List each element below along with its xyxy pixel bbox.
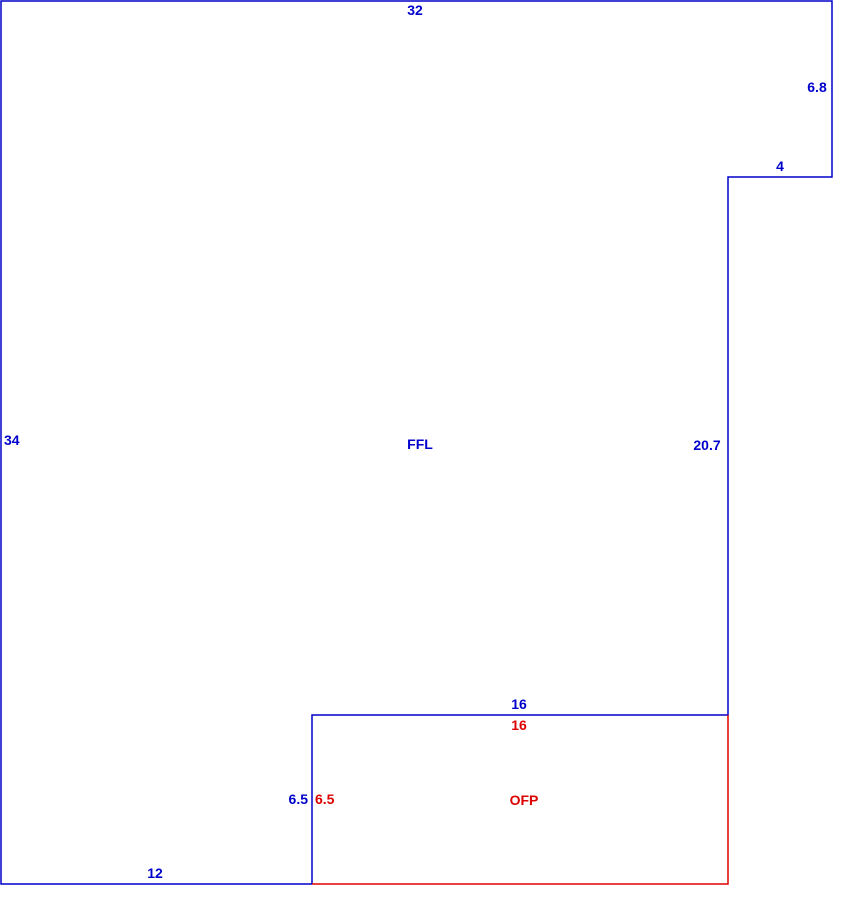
- dim-bottom: 12: [147, 865, 163, 881]
- dim-right-upper: 6.8: [807, 79, 827, 95]
- dim-right-lower: 20.7: [693, 437, 720, 453]
- dim-step: 4: [776, 158, 784, 174]
- porch-area-outline: [312, 715, 729, 885]
- dim-porch-left-main: 6.5: [289, 791, 309, 807]
- dim-porch-top-main: 16: [511, 696, 527, 712]
- main-area-outline: [0, 0, 833, 885]
- dim-porch-top-porch: 16: [511, 717, 527, 733]
- dim-porch-left-porch: 6.5: [315, 791, 335, 807]
- area-label-main: FFL: [407, 436, 433, 452]
- area-label-porch: OFP: [510, 792, 539, 808]
- dim-top: 32: [407, 2, 423, 18]
- dim-left: 34: [4, 432, 20, 448]
